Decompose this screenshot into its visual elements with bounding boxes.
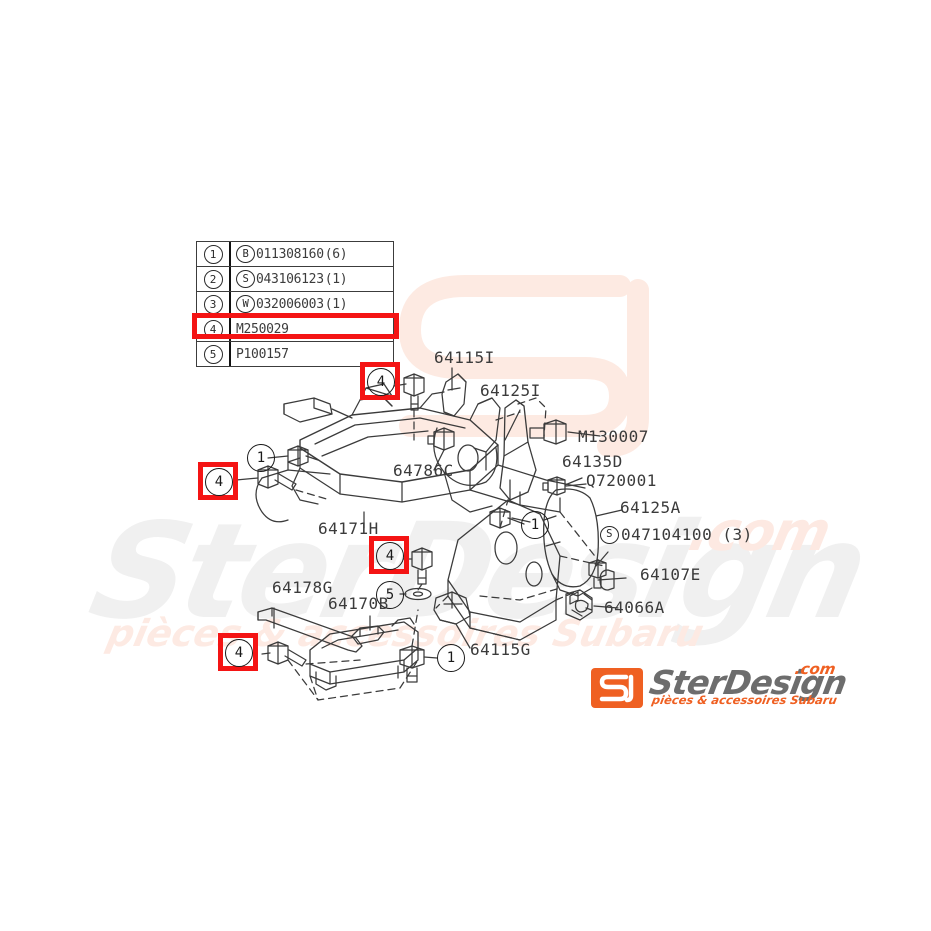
legend-part-number: M250029: [236, 321, 289, 337]
callout-4-left: 4: [205, 468, 233, 496]
ref-circle-3: 3: [203, 294, 223, 314]
symbol-circle-s: S: [236, 270, 255, 288]
label-q720001: Q720001: [586, 471, 657, 490]
legend-value-cell: B 011308160 (6): [231, 245, 393, 263]
label-64115g: 64115G: [470, 640, 531, 659]
sterdesign-logo: SterDesign .com pièces & accessoires Sub…: [590, 660, 849, 715]
sj-badge-icon: [590, 667, 644, 709]
callout-1-center: 1: [521, 511, 549, 539]
logo-tagline: pièces & accessoires Subaru: [650, 693, 839, 707]
ref-circle-2: 2: [203, 269, 223, 289]
legend-row-2: 2 S 043106123 (1): [197, 267, 393, 292]
legend-qty: (6): [324, 246, 348, 262]
legend-ref-cell: 2: [197, 267, 231, 291]
legend-part-number: 043106123: [256, 271, 324, 287]
legend-value-cell: P100157: [231, 347, 393, 362]
callout-1-left: 1: [247, 444, 275, 472]
callout-5-middle: 5: [376, 581, 404, 609]
legend-part-number: P100157: [236, 346, 289, 362]
legend-row-4: 4 M250029: [197, 317, 393, 342]
parts-legend-table: 1 B 011308160 (6) 2 S 043106123 (1) 3: [196, 241, 394, 367]
symbol-circle-b: B: [236, 245, 255, 263]
label-m130007: M130007: [578, 427, 649, 446]
label-64171h: 64171H: [318, 519, 379, 538]
callout-4-top: 4: [367, 368, 395, 396]
label-64178g: 64178G: [272, 578, 333, 597]
legend-qty: (1): [324, 296, 348, 312]
ref-circle-1: 1: [203, 244, 223, 264]
highlight-box-callout-4-middle: [369, 536, 409, 574]
legend-value-cell: W 032006003 (1): [231, 295, 393, 313]
legend-part-number: 011308160: [256, 246, 324, 262]
legend-value-cell: M250029: [231, 322, 393, 337]
label-64107e: 64107E: [640, 565, 701, 584]
legend-ref-cell: 5: [197, 342, 231, 366]
legend-row-5: 5 P100157: [197, 342, 393, 367]
logo-dotcom: .com: [793, 660, 838, 678]
label-64170b: 64170B: [328, 594, 389, 613]
highlight-box-callout-4-bottomleft: [218, 633, 258, 671]
ref-circle-5: 5: [203, 344, 223, 364]
symbol-circle-s: S: [600, 525, 619, 544]
symbol-circle-w: W: [236, 295, 255, 313]
legend-value-cell: S 043106123 (1): [231, 270, 393, 288]
label-64066a: 64066A: [604, 598, 665, 617]
label-64115i: 64115I: [434, 348, 495, 367]
highlight-box-legend-row-4: [192, 313, 399, 339]
label-64125i: 64125I: [480, 381, 541, 400]
label-64786c: 64786C: [393, 461, 454, 480]
highlight-box-callout-4-top: [360, 362, 400, 400]
legend-qty: (1): [324, 271, 348, 287]
label-047104100-group: S 047104100 (3): [600, 525, 753, 544]
highlight-box-callout-4-left: [198, 462, 238, 500]
callout-4-bottomleft: 4: [225, 639, 253, 667]
callout-1-bottom: 1: [437, 644, 465, 672]
label-047104100: 047104100 (3): [621, 525, 753, 544]
legend-row-1: 1 B 011308160 (6): [197, 242, 393, 267]
label-64135d: 64135D: [562, 452, 623, 471]
label-64125a: 64125A: [620, 498, 681, 517]
callout-4-middle: 4: [376, 542, 404, 570]
legend-part-number: 032006003: [256, 296, 324, 312]
legend-ref-cell: 1: [197, 242, 231, 266]
